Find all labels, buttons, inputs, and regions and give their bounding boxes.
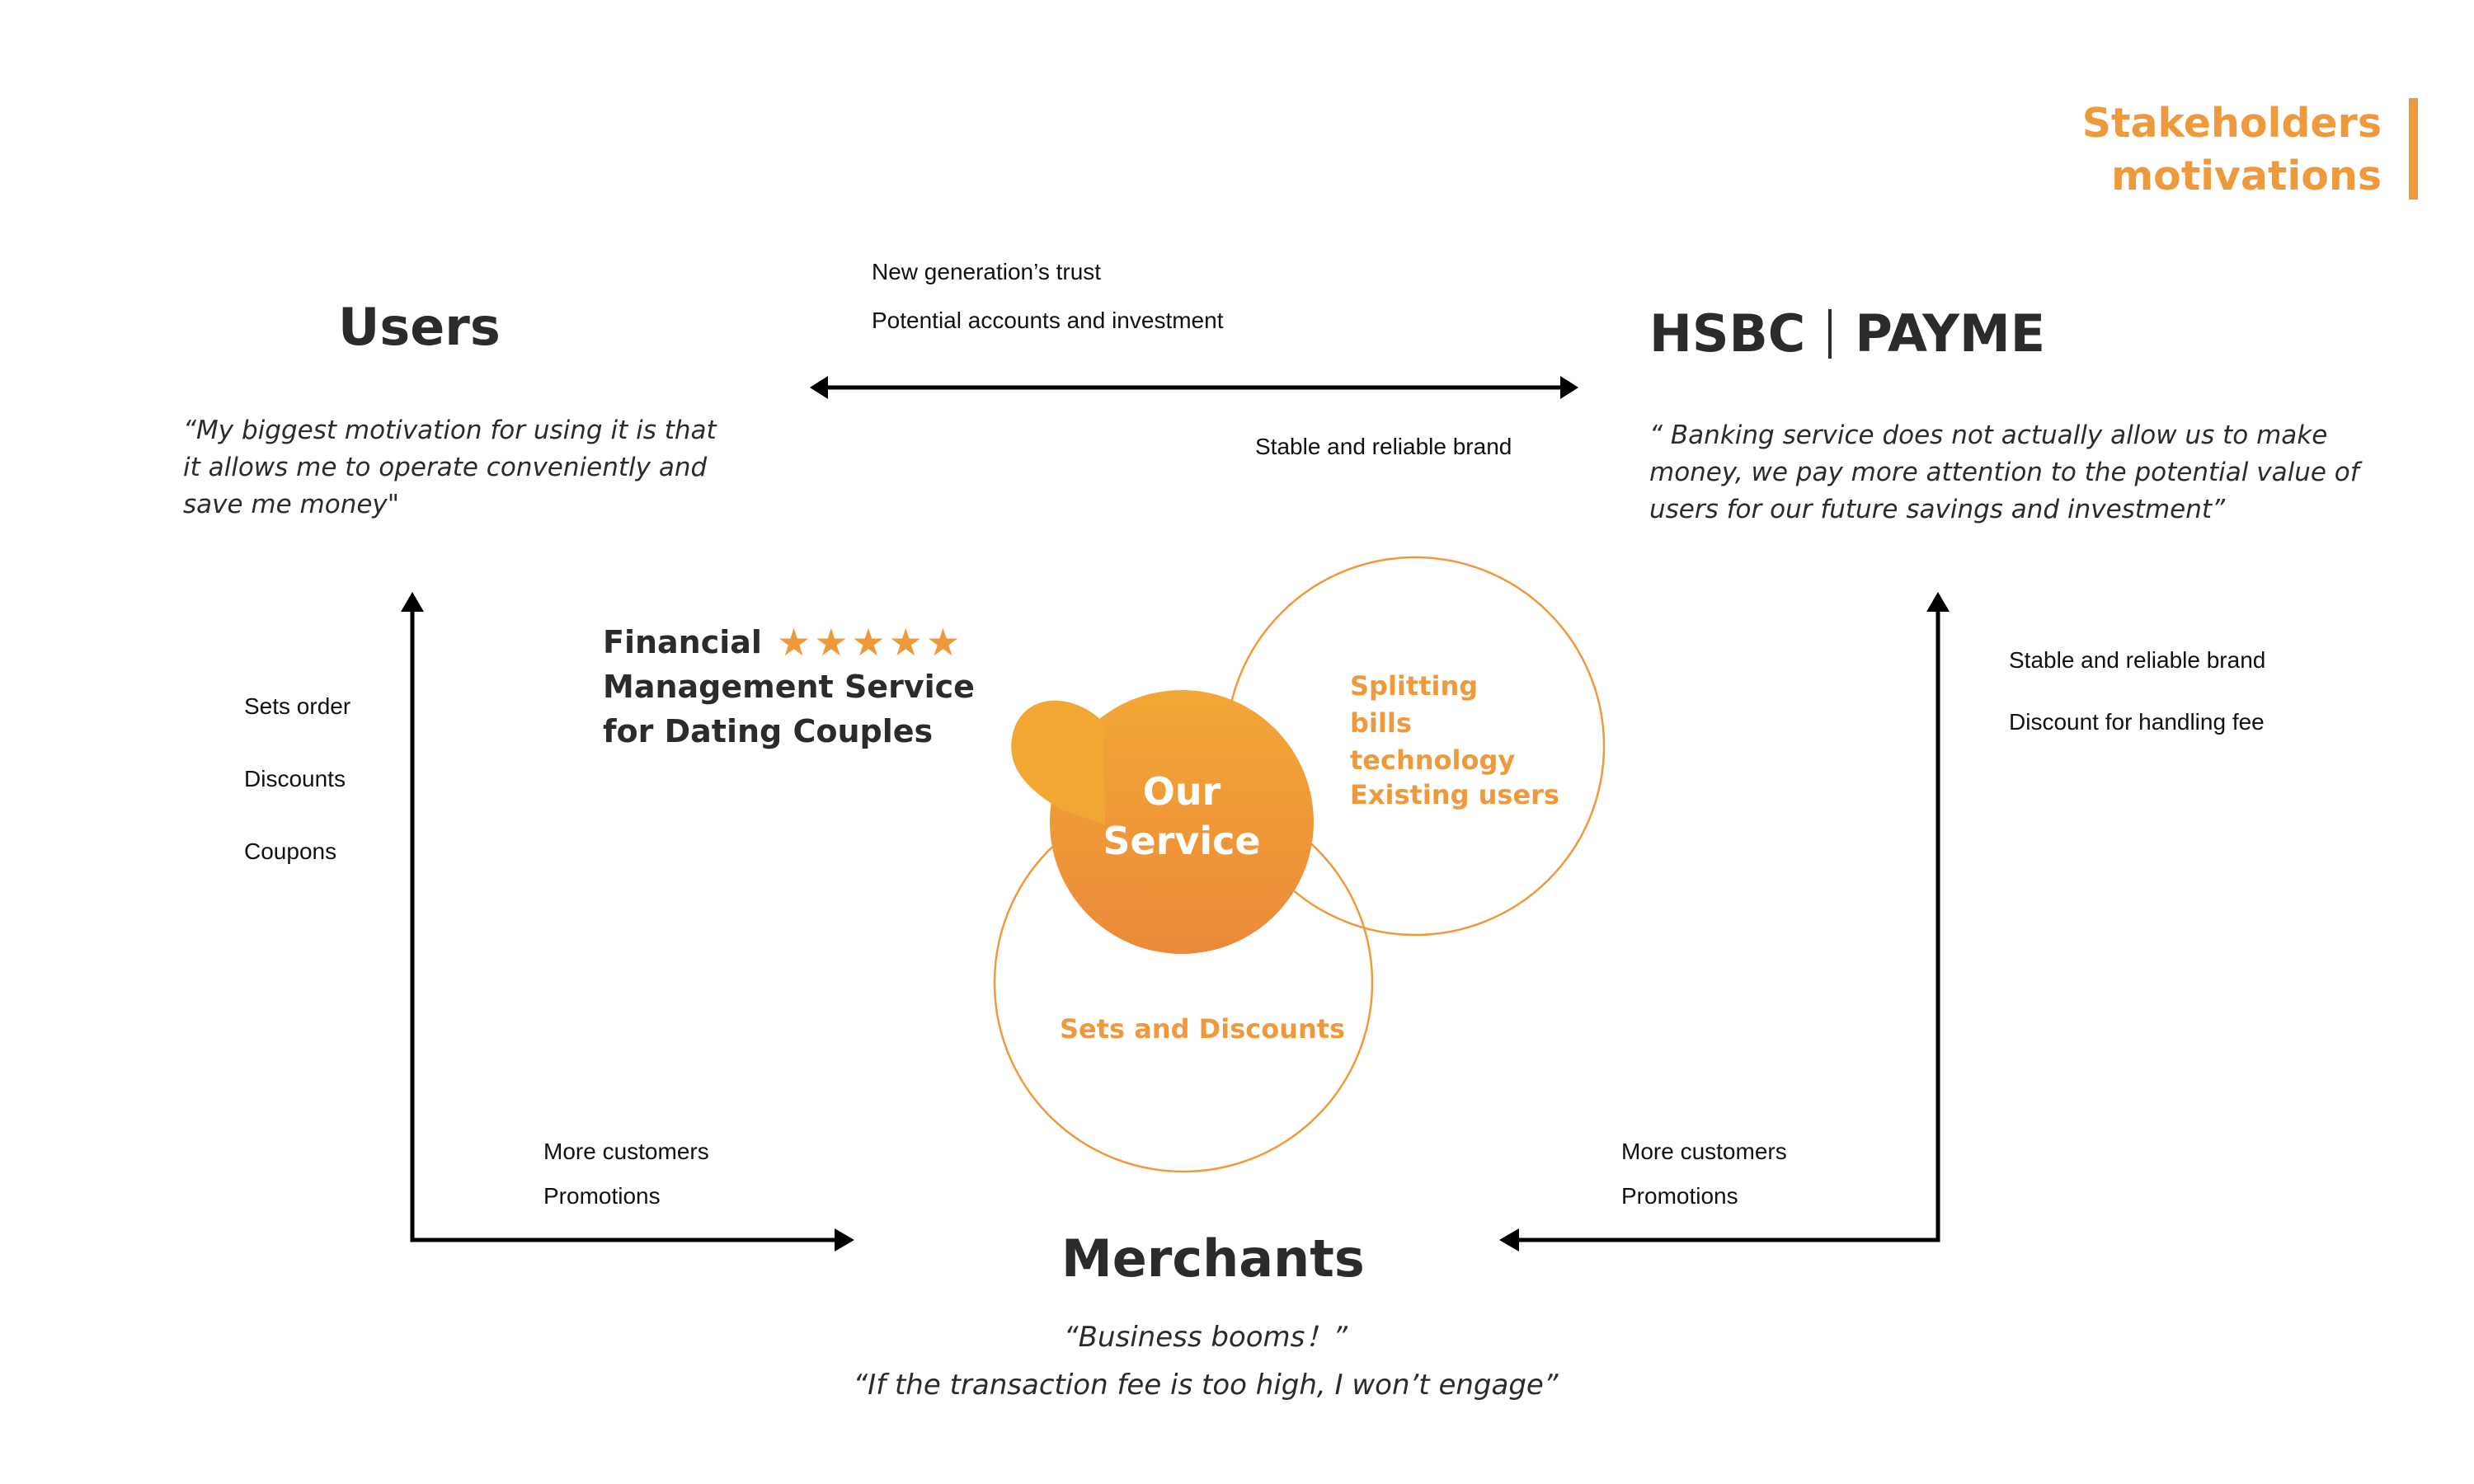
merchant-circle-label: Sets and Discounts (1060, 1013, 1346, 1045)
bank-quote: “ Banking service does not actually allo… (1649, 420, 2359, 524)
page-title-line1: Stakeholders (2081, 100, 2382, 147)
bank-logo-text: HSBC PAYME (1649, 303, 2045, 364)
left-bottom-link-item: Promotions (543, 1183, 661, 1209)
bank-circle-tech-label: Splitting bills technology (1350, 670, 1516, 776)
right-bottom-link-item: Promotions (1621, 1183, 1738, 1209)
right-bottom-link-item: More customers (1621, 1139, 1787, 1164)
left-link-item: Discounts (244, 766, 346, 791)
service-name-line1: Financial (603, 624, 762, 660)
right-link-item: Discount for handling fee (2009, 709, 2265, 735)
users-merchants-arrow (401, 592, 854, 1252)
our-service-line2: Service (1103, 819, 1261, 863)
our-service-label: Our Service (1050, 767, 1314, 866)
merchants-quote-2: “If the transaction fee is too high, I w… (853, 1369, 1559, 1402)
service-name-line3: for Dating Couples (603, 713, 934, 749)
left-link-item: Coupons (244, 838, 337, 864)
merchants-quote-1: “Business booms！” (1064, 1321, 1348, 1354)
title-accent-bar (2409, 98, 2418, 200)
bank-gets-accounts-label: Potential accounts and investment (872, 308, 1224, 333)
our-service-blob (1011, 690, 1314, 954)
left-bottom-link-item: More customers (543, 1139, 709, 1164)
users-bank-arrow (810, 376, 1578, 399)
service-name-line2: Management Service (603, 669, 975, 705)
service-name: Financial ★★★★★ Management Service for D… (603, 620, 975, 754)
left-link-item: Sets order (244, 693, 351, 719)
payme-label: PAYME (1855, 303, 2046, 364)
users-heading: Users (338, 297, 501, 357)
users-get-brand-label: Stable and reliable brand (1255, 434, 1512, 459)
hsbc-label: HSBC (1649, 303, 1806, 364)
our-service-line1: Our (1142, 769, 1221, 814)
users-quote: “My biggest motivation for using it is t… (183, 416, 717, 519)
page-title: Stakeholders motivations (2082, 97, 2382, 203)
bank-circle-users-label: Existing users (1350, 779, 1559, 810)
rating-stars-icon: ★★★★★ (776, 620, 964, 665)
bank-gets-trust-label: New generation’s trust (872, 259, 1102, 284)
bank-merchants-arrow (1499, 592, 1950, 1252)
brand-divider (1828, 308, 1832, 359)
merchants-heading: Merchants (1061, 1228, 1365, 1289)
page-title-line2: motivations (2111, 153, 2382, 200)
right-link-item: Stable and reliable brand (2009, 647, 2266, 673)
